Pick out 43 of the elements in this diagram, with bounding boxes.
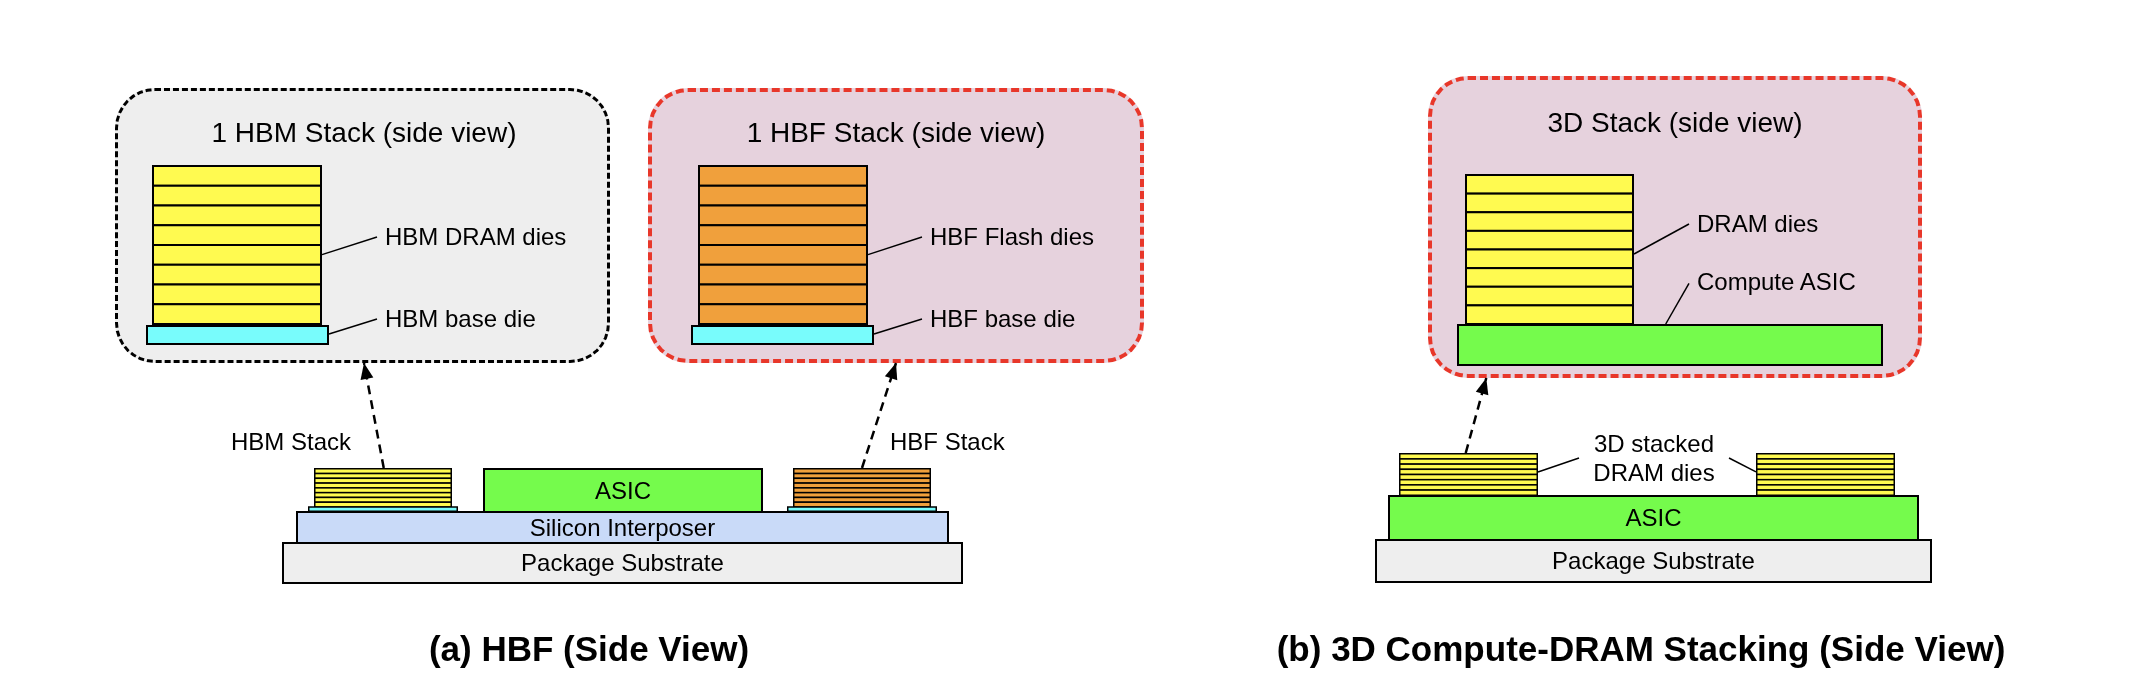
figure-caption: (a) HBF (Side View): [428, 629, 750, 669]
leader-line: [1537, 457, 1580, 473]
part-label: 3D stacked DRAM dies: [1579, 429, 1729, 487]
leader-line: [867, 236, 923, 256]
stack-label: HBF Stack: [890, 428, 1005, 456]
dram-die-stack: [1465, 174, 1634, 325]
package-substrate: Package Substrate: [282, 542, 963, 584]
panel-title: 1 HBF Stack (side view): [746, 116, 1046, 150]
dram-die-stack: [1756, 453, 1895, 496]
leader-line: [1633, 223, 1690, 255]
compute-die: [1457, 324, 1883, 366]
part-label: HBM DRAM dies: [377, 223, 571, 251]
part-label: HBF base die: [922, 305, 1080, 333]
arrow: [360, 362, 385, 469]
leader-line: [321, 236, 378, 256]
stack-label: HBM Stack: [231, 428, 352, 456]
panel-title: 3D Stack (side view): [1547, 106, 1803, 140]
leader-line: [1728, 457, 1757, 473]
hbm-die-stack: [308, 468, 458, 512]
part-label: HBF Flash dies: [922, 223, 1099, 251]
hbm-stack-panel: [115, 88, 610, 363]
stack-3d-panel: [1428, 76, 1922, 378]
leader-line: [328, 318, 378, 335]
asic-chip: ASIC: [483, 468, 763, 513]
asic-chip: ASIC: [1388, 495, 1919, 541]
leader-line: [1665, 282, 1690, 325]
part-label: Compute ASIC: [1689, 268, 1860, 296]
part-label: HBM base die: [377, 305, 540, 333]
arrow: [1464, 377, 1489, 454]
base-die: [146, 325, 329, 345]
panel-title: 1 HBM Stack (side view): [211, 116, 517, 150]
figure-caption: (b) 3D Compute-DRAM Stacking (Side View): [1276, 629, 2006, 669]
hbf-die-stack: [787, 468, 937, 512]
silicon-interposer: Silicon Interposer: [296, 511, 949, 544]
hbf-stack-panel: [648, 88, 1144, 363]
dram-die-stack: [152, 165, 322, 325]
base-die: [691, 325, 874, 345]
flash-die-stack: [698, 165, 868, 325]
dram-die-stack: [1399, 453, 1538, 496]
leader-line: [873, 318, 923, 335]
part-label: DRAM dies: [1689, 210, 1823, 238]
package-substrate: Package Substrate: [1375, 539, 1932, 583]
arrow: [860, 362, 898, 469]
